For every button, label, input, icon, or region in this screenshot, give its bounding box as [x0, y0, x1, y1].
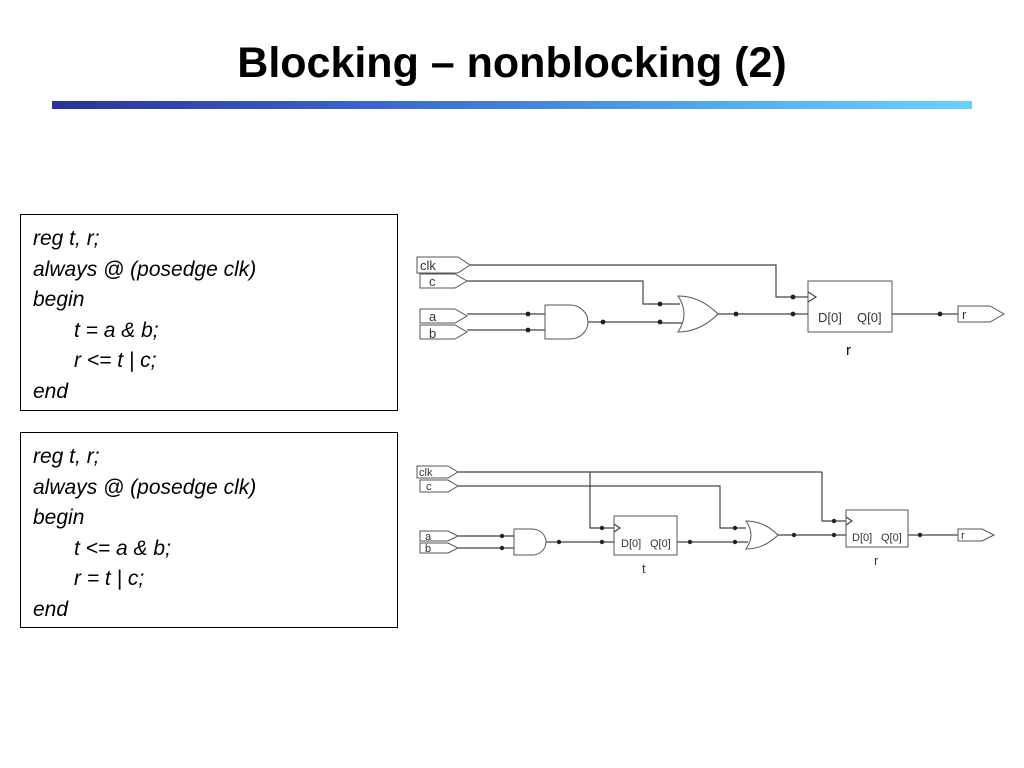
ff-q-label: Q[0]: [650, 538, 671, 550]
flip-flop-r: D[0] Q[0]: [807, 280, 893, 333]
r-output-port: r: [957, 305, 1006, 323]
code-block-blocking: reg t, r; always @ (posedge clk) begin t…: [20, 214, 398, 411]
schematic-2-junctions: [499, 518, 923, 551]
r-output-port-2: r: [957, 528, 996, 542]
schematic-1-junctions: [525, 294, 943, 333]
clk-input-port-2: clk: [416, 465, 459, 479]
code-line: r = t | c;: [74, 567, 145, 590]
clk-port-label: clk: [419, 467, 433, 479]
code-line: t <= a & b;: [74, 536, 171, 560]
a-input-port: a: [419, 308, 468, 324]
b-port-label: b: [425, 543, 431, 555]
flip-flop-r-2: D[0] Q[0]: [845, 509, 909, 548]
a-port-label: a: [429, 309, 437, 324]
code-line: reg t, r;: [33, 227, 100, 250]
title-underline-bar: [52, 101, 972, 109]
r-port-label: r: [961, 530, 965, 542]
flip-flop-t-name-label: t: [642, 561, 646, 576]
c-input-port-2: c: [419, 479, 459, 493]
and-gate-2: [513, 528, 547, 556]
c-input-port: c: [419, 273, 468, 289]
or-gate-2: [745, 520, 779, 550]
clk-port-label: clk: [420, 258, 436, 273]
flip-flop-name-label: r: [846, 342, 851, 359]
code-line: t = a & b;: [74, 318, 159, 342]
code-block-nonblocking: reg t, r; always @ (posedge clk) begin t…: [20, 432, 398, 628]
ff-d-label: D[0]: [852, 532, 872, 544]
code-line: end: [33, 597, 69, 621]
clk-input-port: clk: [416, 256, 471, 274]
code-line: begin: [33, 288, 85, 311]
a-input-port-2: a: [419, 530, 460, 543]
ff-q-label: Q[0]: [881, 532, 902, 544]
slide-title: Blocking – nonblocking (2): [237, 39, 787, 87]
ff-d-label: D[0]: [621, 538, 641, 550]
code-line: always @ (posedge clk): [33, 257, 257, 281]
ff-q-label: Q[0]: [857, 310, 882, 325]
c-port-label: c: [426, 481, 432, 493]
code-line: reg t, r;: [33, 445, 100, 468]
code-line: begin: [33, 506, 85, 529]
and-gate: [544, 304, 589, 340]
c-port-label: c: [429, 274, 436, 289]
ff-d-label: D[0]: [818, 310, 842, 325]
flip-flop-t: D[0] Q[0]: [613, 515, 678, 556]
b-input-port-2: b: [419, 542, 460, 555]
code-line: always @ (posedge clk): [33, 475, 257, 499]
b-port-label: b: [429, 326, 436, 341]
code-line: end: [33, 379, 69, 403]
or-gate: [677, 295, 719, 333]
b-input-port: b: [419, 324, 468, 341]
code-line: r <= t | c;: [74, 349, 157, 372]
a-port-label: a: [425, 531, 432, 543]
r-port-label: r: [962, 307, 967, 322]
flip-flop-r-name-label: r: [874, 553, 879, 568]
